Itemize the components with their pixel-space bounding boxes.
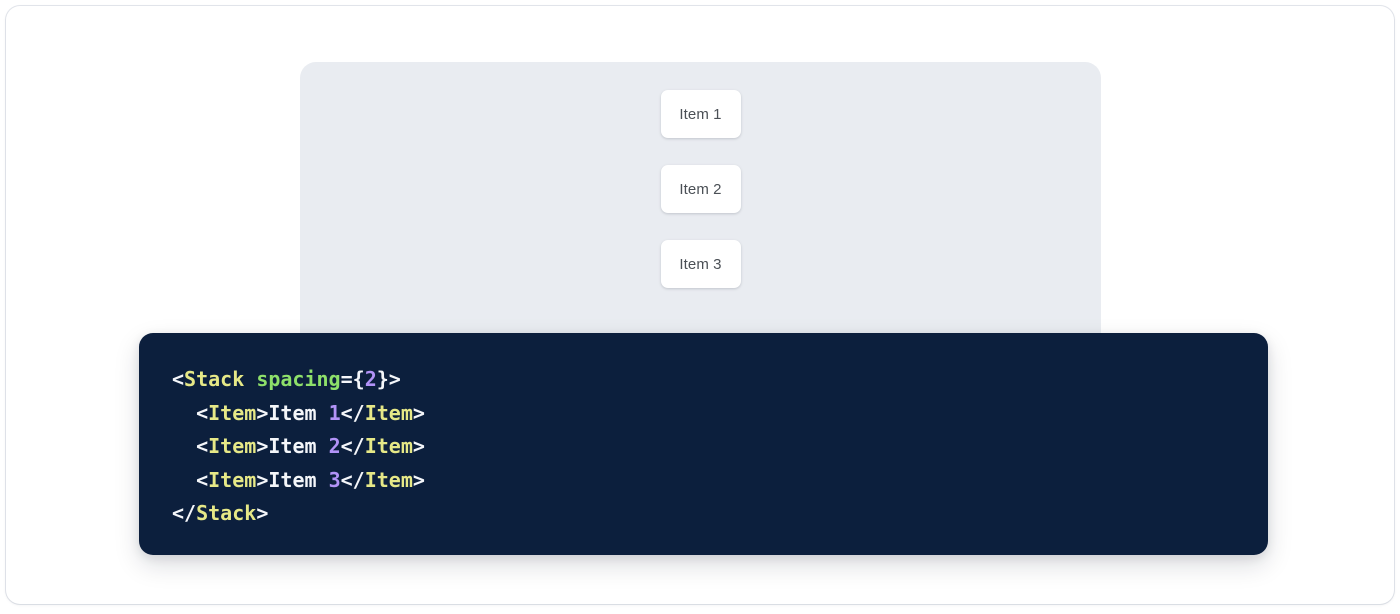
code-token-punct: >	[412, 400, 425, 425]
code-token-tag: Item	[208, 400, 257, 425]
code-token-punct: <	[196, 434, 209, 458]
code-indent	[172, 434, 196, 458]
code-token-text: Item	[268, 467, 329, 492]
code-token-tag: Item	[208, 434, 257, 458]
code-snippet-panel: <Stack spacing={2}> <Item>Item 1</Item> …	[139, 333, 1268, 555]
code-token-punct: <	[172, 367, 185, 391]
code-token-attr: spacing	[256, 367, 341, 391]
code-token-tag: Item	[364, 434, 413, 458]
code-token-punct: >	[256, 434, 269, 458]
code-token-brace: }	[376, 367, 389, 391]
code-token-punct: >	[412, 467, 425, 492]
code-line: <Item>Item 3</Item>	[172, 464, 1268, 498]
code-token-punct: </	[340, 467, 365, 492]
component-preview-surface: Item 1 Item 2 Item 3	[300, 62, 1101, 352]
code-token-text	[244, 367, 256, 391]
code-token-punct: >	[256, 400, 269, 425]
code-token-num: 2	[364, 367, 377, 391]
code-line: <Item>Item 2</Item>	[172, 430, 1268, 464]
code-token-tag: Stack	[184, 367, 245, 391]
code-token-punct: >	[256, 501, 269, 525]
code-token-tag: Item	[364, 467, 413, 492]
code-token-punct: =	[340, 367, 353, 391]
code-token-tag: Stack	[196, 501, 257, 525]
stack-item[interactable]: Item 2	[660, 165, 741, 213]
code-line: </Stack>	[172, 497, 1268, 531]
code-token-tag: Item	[208, 467, 257, 492]
stack-item[interactable]: Item 1	[660, 90, 741, 138]
code-token-punct: <	[196, 467, 209, 492]
code-token-brace: {	[352, 367, 365, 391]
code-token-punct: >	[412, 434, 425, 458]
code-token-punct: >	[256, 467, 269, 492]
stack-item[interactable]: Item 3	[660, 240, 741, 288]
code-token-punct: </	[340, 434, 365, 458]
code-token-text: Item	[268, 434, 329, 458]
code-token-punct: >	[388, 367, 401, 391]
code-token-text: Item	[268, 400, 329, 425]
code-token-num: 1	[328, 400, 341, 425]
code-token-num: 3	[328, 467, 341, 492]
stack-container: Item 1 Item 2 Item 3	[300, 62, 1101, 288]
code-line: <Item>Item 1</Item>	[172, 397, 1268, 431]
code-token-punct: </	[172, 501, 197, 525]
code-token-tag: Item	[364, 400, 413, 425]
code-line: <Stack spacing={2}>	[172, 363, 1268, 397]
code-token-num: 2	[328, 434, 341, 458]
code-lines: <Stack spacing={2}> <Item>Item 1</Item> …	[172, 363, 1268, 531]
code-indent	[172, 468, 196, 492]
code-token-punct: </	[340, 400, 365, 425]
code-indent	[172, 401, 196, 425]
code-token-punct: <	[196, 400, 209, 425]
